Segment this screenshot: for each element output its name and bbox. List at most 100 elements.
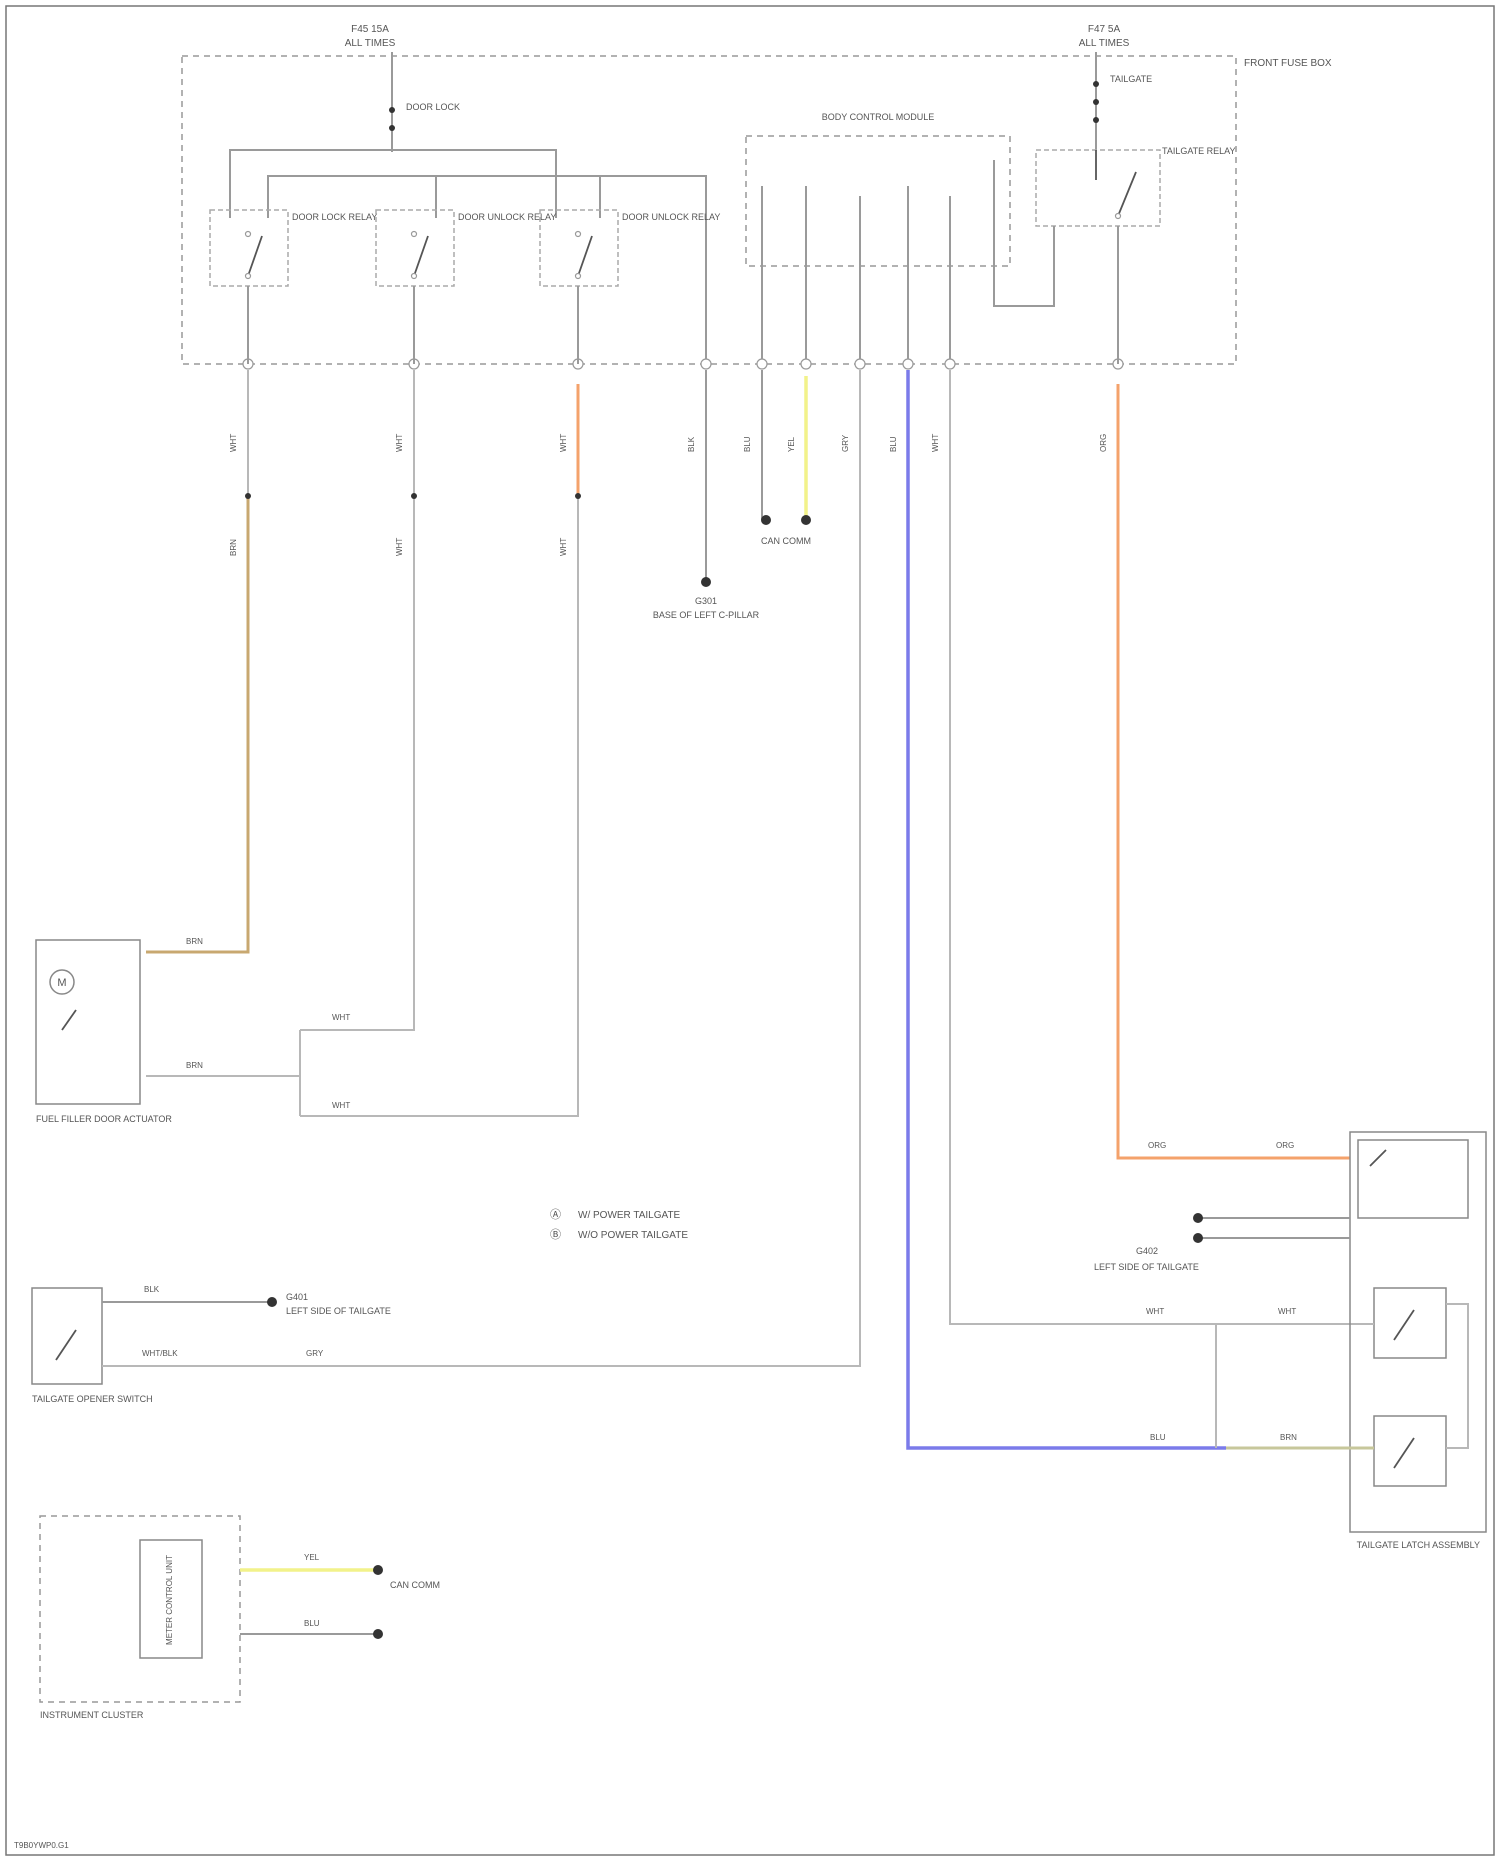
tailgate-latch-assembly-label: TAILGATE LATCH ASSEMBLY (1357, 1540, 1480, 1550)
fuse-left-tap-label: DOOR LOCK (406, 102, 460, 112)
tailgate-opener-switch-label: TAILGATE OPENER SWITCH (32, 1394, 153, 1404)
latch-switch-box-2 (1374, 1416, 1446, 1486)
svg-text:WHT: WHT (559, 434, 568, 452)
bcm-relay-control (994, 160, 1054, 306)
legend-b-text: W/O POWER TAILGATE (578, 1230, 688, 1241)
svg-text:ORG: ORG (1276, 1141, 1294, 1150)
fuse-right-sub: ALL TIMES (1079, 38, 1130, 49)
svg-text:BRN: BRN (186, 937, 203, 946)
ground-g401-sub: LEFT SIDE OF TAILGATE (286, 1306, 391, 1316)
latch-ground-return (1446, 1304, 1468, 1448)
svg-text:BLU: BLU (743, 436, 752, 452)
latch-switch-1-icon (1394, 1310, 1414, 1340)
relay-door-unlock-2-label: DOOR UNLOCK RELAY (622, 212, 720, 222)
relay-door-unlock-2: DOOR UNLOCK RELAY (540, 210, 720, 286)
splice-fuel-door (245, 493, 251, 499)
motor-m-glyph: M (57, 977, 66, 989)
svg-text:GRY: GRY (306, 1349, 324, 1358)
legend-a-symbol: Ⓐ (550, 1208, 561, 1221)
latch-actuator-box (1358, 1140, 1468, 1218)
svg-text:BLK: BLK (687, 436, 696, 452)
relay-door-unlock-label: DOOR UNLOCK RELAY (458, 212, 556, 222)
fuse-left-tap-dot-2 (389, 125, 395, 131)
svg-text:BRN: BRN (1280, 1433, 1297, 1442)
diagram-frame (6, 6, 1494, 1855)
latch-switch-2-icon (1394, 1438, 1414, 1468)
wire-tailgate-switch (164, 370, 860, 1366)
cluster-can-label: CAN COMM (390, 1580, 440, 1590)
legend-b-symbol: Ⓑ (550, 1228, 561, 1241)
svg-text:WHT: WHT (931, 434, 940, 452)
svg-text:WHT: WHT (332, 1013, 350, 1022)
svg-text:GRY: GRY (841, 434, 850, 452)
wire-door-unlock (300, 370, 414, 1030)
cluster-can-dot-2 (373, 1629, 383, 1639)
can-junction-dot-1 (761, 515, 771, 525)
fuse-right-label: F47 5A (1088, 24, 1121, 35)
svg-text:YEL: YEL (787, 436, 796, 452)
ground-g402-sub: LEFT SIDE OF TAILGATE (1094, 1262, 1199, 1272)
fuse-right-tap-label: TAILGATE (1110, 74, 1152, 84)
fuel-door-switch-icon (62, 1010, 76, 1030)
ground-g402-dot-1 (1193, 1213, 1203, 1223)
svg-text:BLU: BLU (1150, 1433, 1166, 1442)
splice-door-unlock-2 (575, 493, 581, 499)
can-junction-label: CAN COMM (761, 536, 811, 546)
svg-text:WHT: WHT (395, 538, 404, 556)
tailgate-opener-switch-box (32, 1288, 102, 1384)
splice-door-unlock (411, 493, 417, 499)
cluster-can-dot-1 (373, 1565, 383, 1575)
relay-bus-lower (268, 176, 706, 364)
svg-text:WHT: WHT (1146, 1307, 1164, 1316)
fuse-right-tap-dot (1093, 81, 1099, 87)
svg-text:BRN: BRN (229, 539, 238, 556)
body-control-module (746, 136, 1010, 266)
diagram-footer-code: T9B0YWP0.G1 (14, 1841, 69, 1850)
fuse-right-tap-dot-3 (1093, 117, 1099, 123)
wire-tailgate-actuator (1118, 384, 1350, 1158)
relay-door-lock: DOOR LOCK RELAY (210, 210, 377, 286)
relay-door-unlock: DOOR UNLOCK RELAY (376, 210, 556, 286)
ground-g402-dot-2 (1193, 1233, 1203, 1243)
fuse-right-tap-dot-2 (1093, 99, 1099, 105)
svg-text:WHT: WHT (395, 434, 404, 452)
ground-g402-label: G402 (1136, 1246, 1158, 1256)
svg-text:WHT: WHT (559, 538, 568, 556)
tailgate-opener-switch-icon (56, 1330, 76, 1360)
svg-text:WHT: WHT (332, 1101, 350, 1110)
junction-box-label: FRONT FUSE BOX (1244, 58, 1332, 69)
svg-text:BLU: BLU (889, 436, 898, 452)
ground-g301-dot (701, 577, 711, 587)
fuel-door-actuator-label: FUEL FILLER DOOR ACTUATOR (36, 1114, 172, 1124)
svg-text:BLK: BLK (144, 1285, 160, 1294)
relay-tailgate: TAILGATE RELAY (1036, 146, 1236, 226)
bcm-label: BODY CONTROL MODULE (822, 112, 935, 122)
legend-a-text: W/ POWER TAILGATE (578, 1210, 681, 1221)
relay-bus-upper (230, 150, 556, 218)
relay-tailgate-label: TAILGATE RELAY (1162, 146, 1236, 156)
instrument-cluster-label: INSTRUMENT CLUSTER (40, 1710, 144, 1720)
fuse-left-sub: ALL TIMES (345, 38, 396, 49)
meter-control-unit-label: METER CONTROL UNIT (165, 1555, 174, 1645)
ground-g401-label: G401 (286, 1292, 308, 1302)
fuel-door-actuator-box (36, 940, 140, 1104)
ground-g401-dot (267, 1297, 277, 1307)
ground-g301-sub: BASE OF LEFT C-PILLAR (653, 610, 760, 620)
svg-text:BLU: BLU (304, 1619, 320, 1628)
wire-tailgate-lock-signal (908, 370, 1226, 1448)
svg-text:WHT: WHT (229, 434, 238, 452)
fuse-left-label: F45 15A (351, 24, 389, 35)
latch-switch-box-1 (1374, 1288, 1446, 1358)
can-junction-dot-2 (801, 515, 811, 525)
svg-text:BRN: BRN (186, 1061, 203, 1070)
relay-door-lock-label: DOOR LOCK RELAY (292, 212, 377, 222)
wire-tailgate-latch-switch (950, 370, 1354, 1324)
svg-text:WHT: WHT (1278, 1307, 1296, 1316)
fuse-left-tap-dot (389, 107, 395, 113)
junction-box (182, 56, 1236, 364)
svg-text:ORG: ORG (1099, 434, 1108, 452)
wire-fuel-door-feed (146, 496, 248, 952)
svg-text:ORG: ORG (1148, 1141, 1166, 1150)
wire-door-unlock-2 (300, 494, 578, 1116)
